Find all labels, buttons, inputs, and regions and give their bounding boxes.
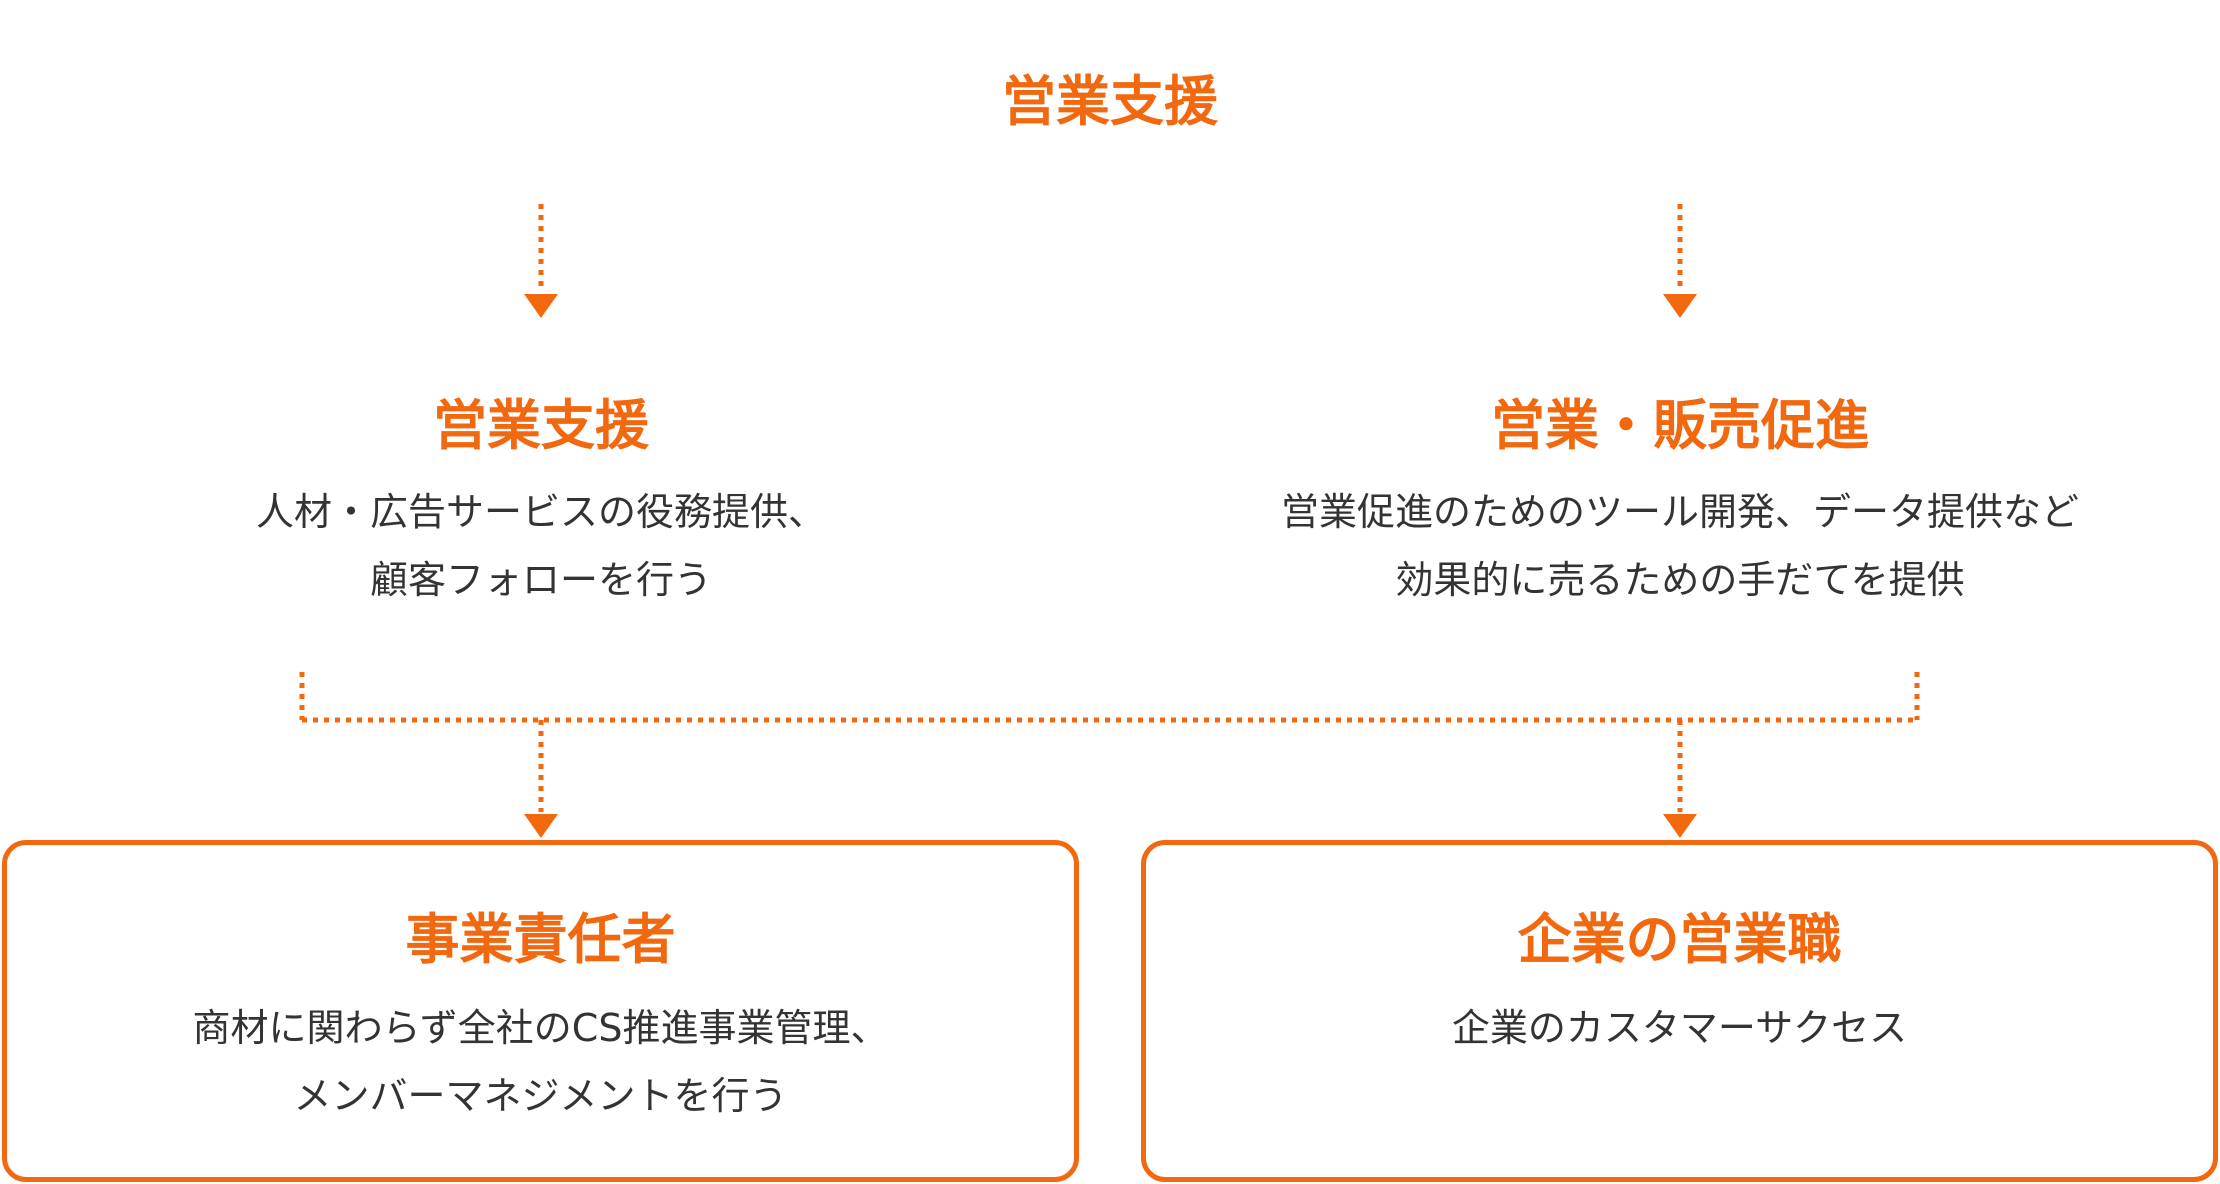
right-branch-title: 営業・販売促進 [1491,394,1869,457]
left-branch-line-1: 人材・広告サービスの役務提供、 [255,490,826,534]
left-box-line-1: 商材に関わらず全社のCS推進事業管理、 [192,1006,889,1050]
right-box-description: 企業のカスタマーサクセス [1141,994,2218,1062]
arrow-top-left [524,204,558,318]
right-branch-line-1: 営業促進のためのツール開発、データ提供など [1280,490,2079,534]
left-box-line-2: メンバーマネジメントを行う [293,1074,788,1118]
left-branch-line-2: 顧客フォローを行う [369,558,712,602]
arrow-bottom-left [524,720,558,838]
right-box-line-1: 企業のカスタマーサクセス [1451,1006,1908,1050]
left-box-title: 事業責任者 [405,908,676,971]
arrow-top-right [1663,204,1697,318]
left-branch-title: 営業支援 [433,394,649,457]
left-box-description: 商材に関わらず全社のCS推進事業管理、 メンバーマネジメントを行う [2,994,1079,1130]
right-role-box [1141,840,2218,1182]
right-branch-description: 営業促進のためのツール開発、データ提供など 効果的に売るための手だてを提供 [1180,478,2180,614]
left-branch-description: 人材・広告サービスの役務提供、 顧客フォローを行う [141,478,941,614]
left-role-box [2,840,1079,1182]
top-title: 営業支援 [1002,70,1218,133]
right-branch-line-2: 効果的に売るための手だてを提供 [1395,558,1965,602]
merge-bracket [299,672,1920,723]
right-box-title: 企業の営業職 [1517,908,1842,971]
arrow-bottom-right [1663,720,1697,838]
